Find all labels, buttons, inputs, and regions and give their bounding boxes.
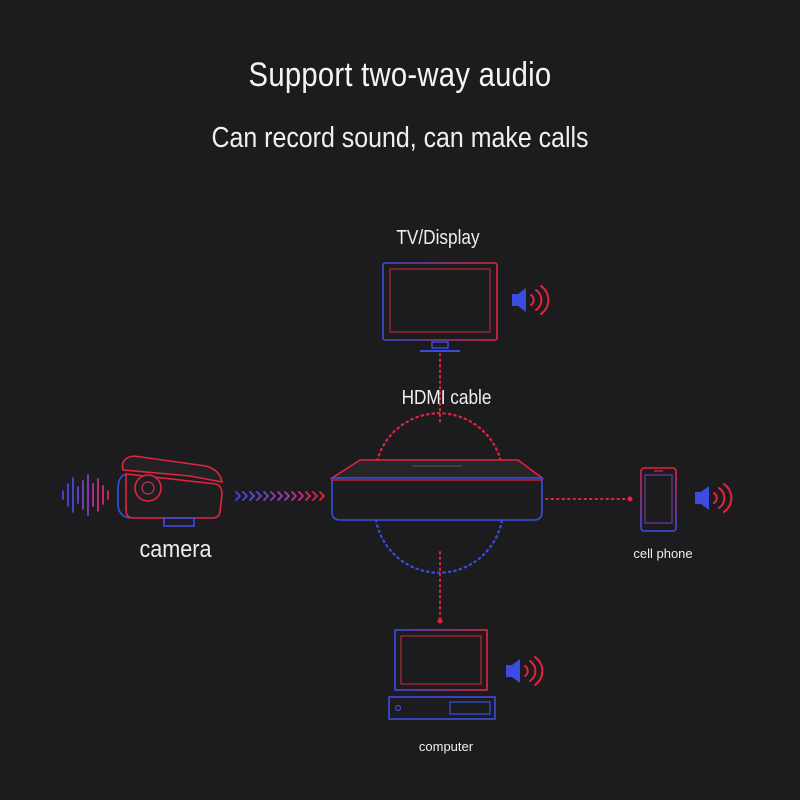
page-title: Support two-way audio bbox=[248, 56, 552, 94]
camera-label: camera bbox=[139, 536, 212, 563]
page-subtitle: Can record sound, can make calls bbox=[211, 122, 589, 154]
tv-display-label: TV/Display bbox=[396, 227, 480, 249]
cell-phone-icon bbox=[640, 467, 677, 532]
cell-phone-label: cell phone bbox=[633, 546, 693, 561]
hdmi-cable-label: HDMI cable bbox=[401, 387, 492, 409]
speaker-icon bbox=[512, 285, 550, 315]
tv-display-icon bbox=[382, 262, 498, 352]
computer-icon bbox=[388, 629, 496, 720]
computer-label: computer bbox=[418, 739, 474, 754]
speaker-icon bbox=[695, 483, 733, 513]
camera-signal-arrows bbox=[235, 491, 325, 501]
hdmi-device-box-icon bbox=[329, 459, 545, 521]
speaker-icon bbox=[506, 656, 544, 686]
connection-circle-top bbox=[374, 412, 504, 468]
camera-icon bbox=[117, 455, 223, 527]
sound-wave-icon bbox=[62, 474, 109, 516]
connection-circle-bottom bbox=[374, 518, 504, 574]
